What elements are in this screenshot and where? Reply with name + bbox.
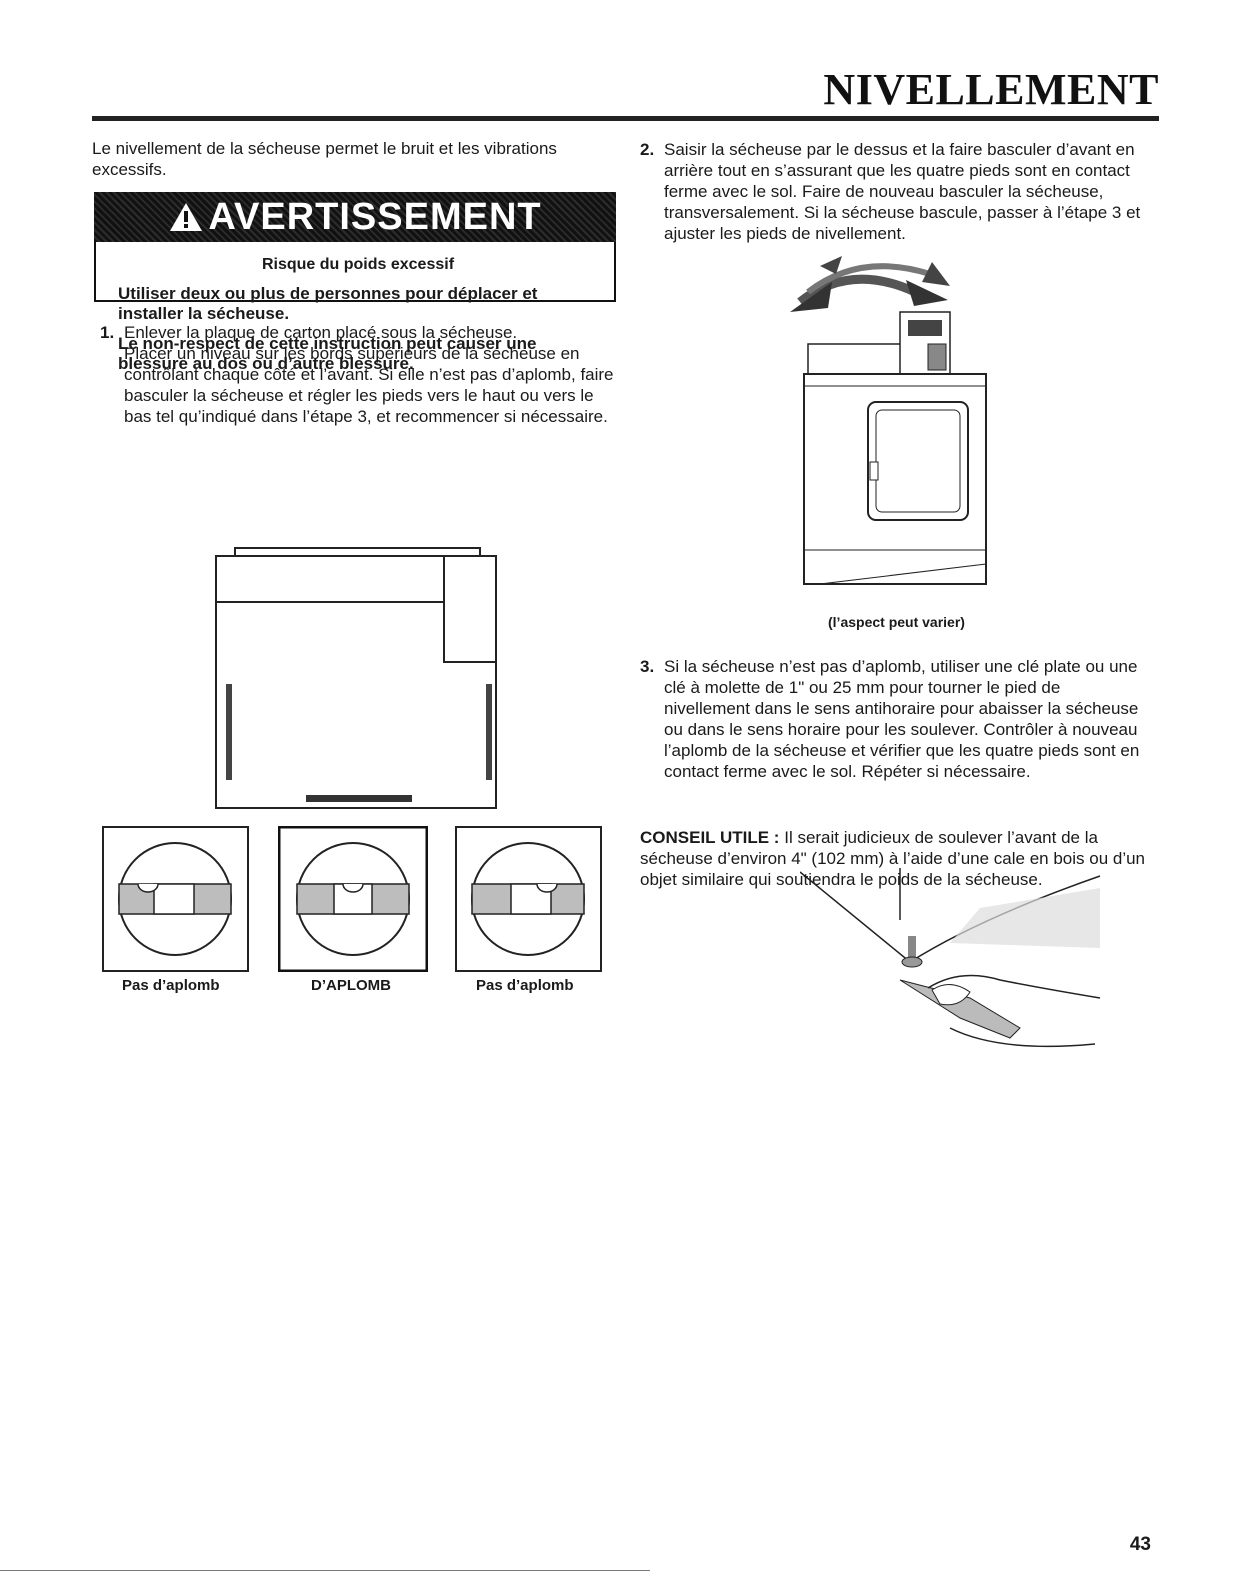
caption-level-left: Pas d’aplomb [122, 977, 220, 994]
dryer-top-view-illustration [215, 547, 497, 809]
caption-level-center: D’APLOMB [311, 977, 391, 994]
caption-dryer: (l’aspect peut varier) [828, 614, 965, 630]
step-1: 1. Enlever la plaque de carton placé sou… [100, 322, 615, 427]
warning-line-2: Le non-respect de cette instruction peut… [118, 334, 537, 373]
page-number: 43 [1129, 1534, 1151, 1555]
tip: CONSEIL UTILE : Il serait judicieux de s… [640, 827, 1145, 890]
wrench-foot-illustration [800, 868, 1101, 1048]
tip-text: Il serait judicieux de soulever l’avant … [640, 828, 1146, 889]
step-2-number: 2. [640, 140, 655, 159]
step-3-number: 3. [640, 657, 655, 676]
step-3: 3. Si la sécheuse n’est pas d’aplomb, ut… [640, 656, 1150, 782]
step-1-number: 1. [100, 323, 115, 342]
step-3-text: Si la sécheuse n’est pas d’aplomb, utili… [664, 657, 1140, 781]
level-gauge-left [102, 826, 249, 972]
step-2-text: Saisir la sécheuse par le dessus et la f… [664, 140, 1141, 243]
warning-body: Risque du poids excessif Utiliser deux o… [118, 256, 598, 384]
left-column: Le nivellement de la sécheuse permet le … [92, 138, 632, 180]
intro-text: Le nivellement de la sécheuse permet le … [92, 139, 557, 179]
level-gauge-center [278, 826, 428, 972]
level-gauge-right [455, 826, 602, 972]
header-rule [92, 116, 1159, 121]
tip-label: CONSEIL UTILE : [640, 828, 780, 847]
step-1-line-2: Placer un niveau sur les bords supérieur… [124, 344, 614, 426]
warning-line-1: Utiliser deux ou plus de personnes pour … [118, 284, 538, 323]
caption-level-right: Pas d’aplomb [476, 977, 574, 994]
step-2: 2. Saisir la sécheuse par le dessus et l… [640, 139, 1150, 244]
warning-banner: AVERTISSEMENT [94, 192, 616, 242]
step-1-line-1: Enlever la plaque de carton placé sous l… [124, 323, 518, 342]
footer-rule [0, 1570, 650, 1571]
warning-risk: Risque du poids excessif [261, 256, 455, 273]
warning-triangle-icon [170, 203, 203, 231]
warning-label: AVERTISSEMENT [208, 195, 542, 238]
page-title: NIVELLEMENT [823, 65, 1159, 114]
dryer-front-illustration [790, 256, 987, 585]
